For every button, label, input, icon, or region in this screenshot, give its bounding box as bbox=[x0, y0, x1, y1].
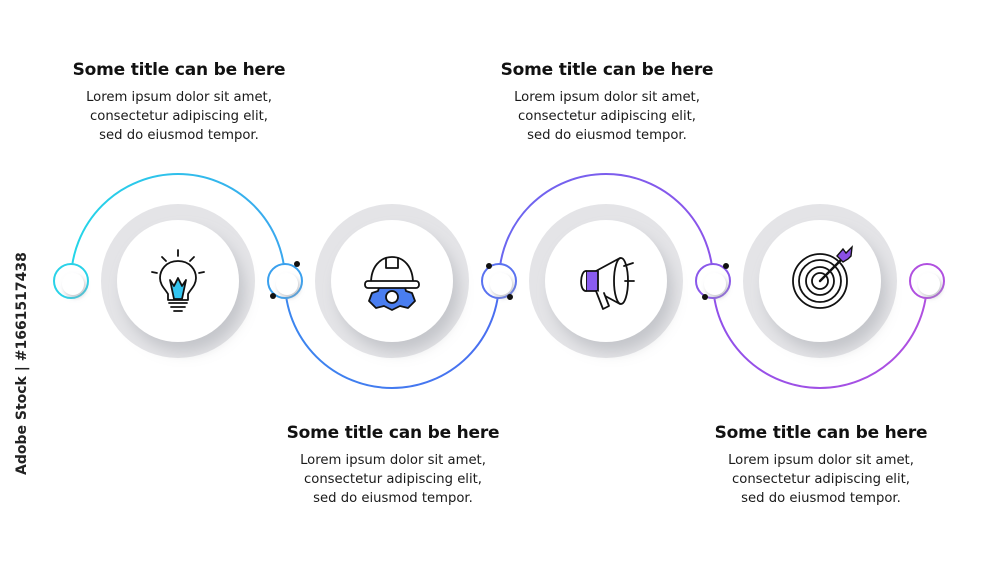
connector-arc-2 bbox=[284, 280, 500, 389]
step-2-description: Lorem ipsum dolor sit amet, consectetur … bbox=[273, 451, 513, 508]
step-1-title: Some title can be here bbox=[72, 60, 286, 80]
step-2-desc-line: Lorem ipsum dolor sit amet, bbox=[300, 453, 486, 468]
step-3-desc-line: sed do eiusmod tempor. bbox=[527, 128, 687, 143]
step-2-text: Some title can be here Lorem ipsum dolor… bbox=[273, 423, 513, 508]
step-1-desc-line: sed do eiusmod tempor. bbox=[99, 128, 259, 143]
lightbulb-icon bbox=[151, 249, 205, 312]
connector-arc-4 bbox=[712, 280, 928, 389]
step-2-desc-line: consectetur adipiscing elit, bbox=[304, 472, 482, 487]
target-arrow-icon bbox=[792, 245, 853, 309]
step-3-desc-line: consectetur adipiscing elit, bbox=[518, 109, 696, 124]
step-4-title: Some title can be here bbox=[714, 423, 928, 443]
connector-arc-3 bbox=[498, 173, 714, 282]
connector-node-1 bbox=[267, 261, 303, 299]
connector-node-3 bbox=[695, 263, 731, 300]
step-3-desc-line: Lorem ipsum dolor sit amet, bbox=[514, 90, 700, 105]
step-2-title: Some title can be here bbox=[286, 423, 500, 443]
connector-node-end bbox=[909, 263, 945, 299]
step-1-desc-line: consectetur adipiscing elit, bbox=[90, 109, 268, 124]
step-3-description: Lorem ipsum dolor sit amet, consectetur … bbox=[487, 88, 727, 145]
hardhat-gear-icon bbox=[364, 256, 420, 311]
connector-node-2 bbox=[481, 263, 517, 300]
step-1-text: Some title can be here Lorem ipsum dolor… bbox=[59, 60, 299, 145]
step-1-desc-line: Lorem ipsum dolor sit amet, bbox=[86, 90, 272, 105]
step-4-text: Some title can be here Lorem ipsum dolor… bbox=[701, 423, 941, 508]
step-4-description: Lorem ipsum dolor sit amet, consectetur … bbox=[701, 451, 941, 508]
step-4-desc-line: consectetur adipiscing elit, bbox=[732, 472, 910, 487]
connector-node-start bbox=[53, 263, 89, 299]
megaphone-icon bbox=[580, 257, 635, 310]
step-4-desc-line: sed do eiusmod tempor. bbox=[741, 491, 901, 506]
step-4-desc-line: Lorem ipsum dolor sit amet, bbox=[728, 453, 914, 468]
step-3-title: Some title can be here bbox=[500, 60, 714, 80]
connector-arc-1 bbox=[70, 173, 286, 282]
step-2-desc-line: sed do eiusmod tempor. bbox=[313, 491, 473, 506]
step-1-description: Lorem ipsum dolor sit amet, consectetur … bbox=[59, 88, 299, 145]
step-3-text: Some title can be here Lorem ipsum dolor… bbox=[487, 60, 727, 145]
stock-caption: Adobe Stock | #1661517438 bbox=[14, 252, 30, 475]
